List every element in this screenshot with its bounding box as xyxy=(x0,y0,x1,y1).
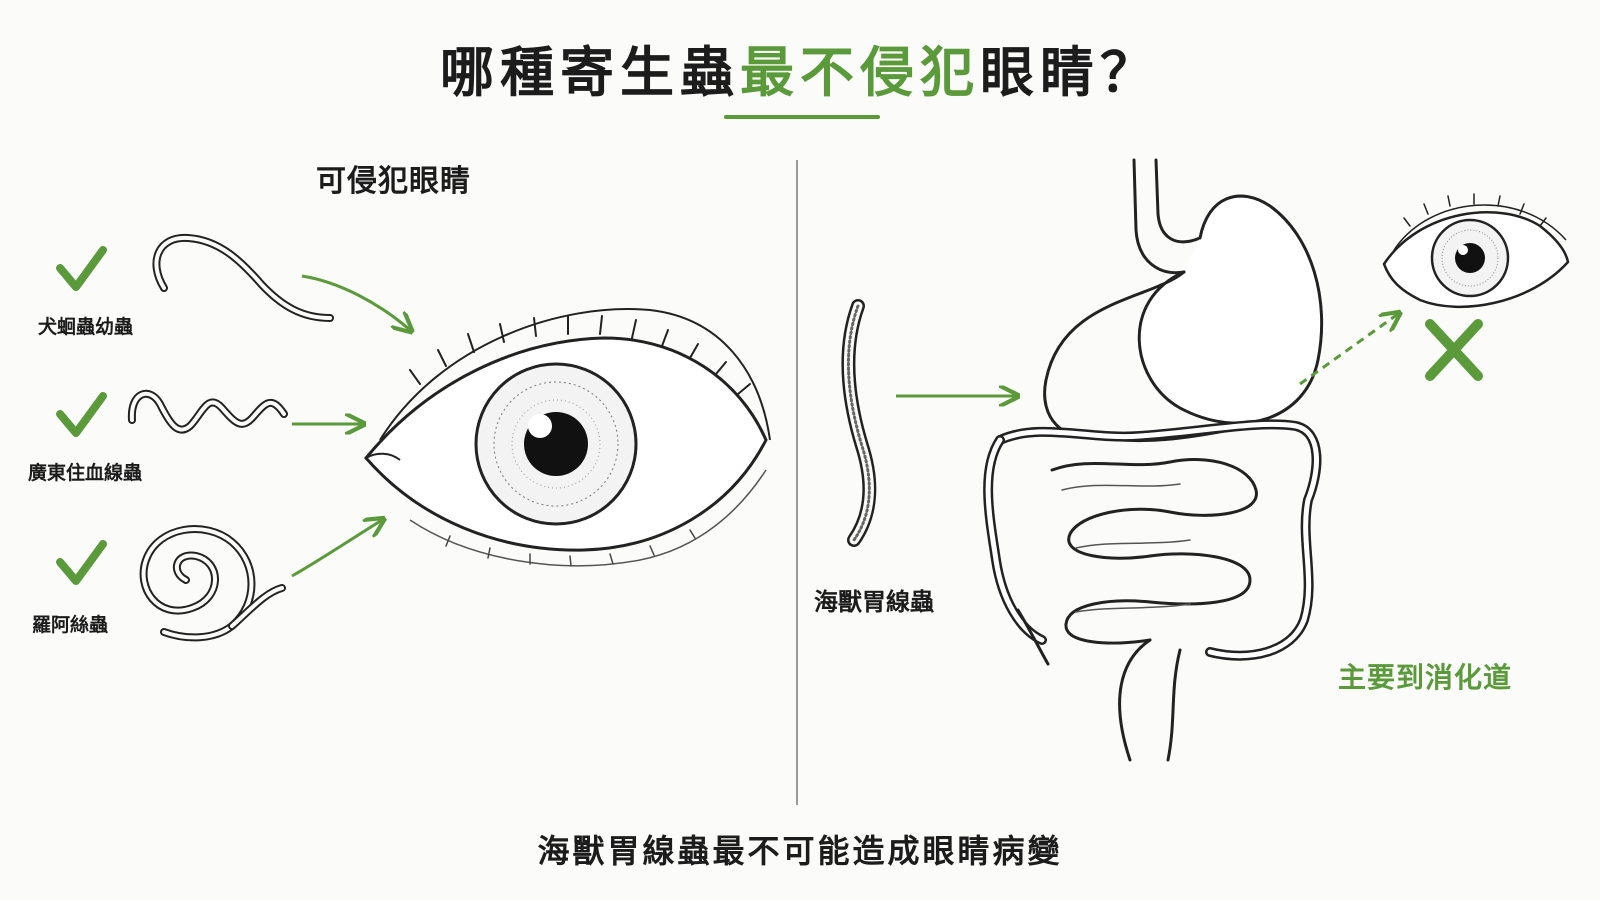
title-part-2: 眼睛？ xyxy=(980,41,1160,104)
roundworm-larva-icon xyxy=(152,233,334,322)
eye-illustration xyxy=(364,308,771,567)
title-highlight: 最不侵犯 xyxy=(740,41,980,104)
digestive-tract-illustration xyxy=(983,158,1324,762)
conclusion-text: 海獸胃線蟲最不可能造成眼睛病變 xyxy=(537,832,1063,870)
cross-icon xyxy=(1425,319,1483,381)
small-eye-illustration xyxy=(1382,193,1570,309)
worm-label: 海獸胃線蟲 xyxy=(814,588,934,616)
parasite-label: 犬蛔蟲幼蟲 xyxy=(38,316,134,338)
page-title: 哪種寄生蟲最不侵犯眼睛？ xyxy=(0,28,1600,107)
anisakis-worm-icon xyxy=(841,299,877,547)
parasite-label: 廣東住血線蟲 xyxy=(28,462,143,484)
loa-loa-icon xyxy=(139,525,286,642)
checkmark-icon xyxy=(56,246,107,291)
section-label-invasive: 可侵犯眼睛 xyxy=(316,164,471,199)
route-label: 主要到消化道 xyxy=(1338,661,1513,694)
dashed-arrow-to-eye xyxy=(1299,314,1398,386)
parasite-label: 羅阿絲蟲 xyxy=(32,614,109,636)
checkmark-icon xyxy=(56,540,107,585)
title-part-1: 哪種寄生蟲 xyxy=(440,41,740,104)
lungworm-icon xyxy=(127,389,288,434)
title-underline xyxy=(724,115,880,119)
arrow-to-eye xyxy=(291,520,382,578)
checkmark-icon xyxy=(56,392,107,437)
arrow-to-eye xyxy=(301,274,410,330)
panel-divider xyxy=(796,160,798,805)
